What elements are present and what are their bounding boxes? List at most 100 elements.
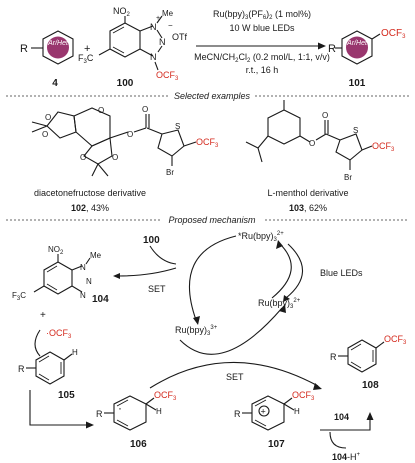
svg-text:H: H <box>156 407 162 416</box>
plus-104: + <box>40 310 46 321</box>
label-105: 105 <box>58 390 75 401</box>
n1-atom: N <box>150 22 157 32</box>
svg-text:O: O <box>80 153 86 162</box>
svg-text:Br: Br <box>166 168 174 177</box>
label-108: 108 <box>362 380 379 391</box>
arc-excited-return <box>285 243 303 299</box>
plus-sign: + <box>84 43 90 55</box>
ex103-name: L-menthol derivative <box>267 188 348 198</box>
ocf3-108: OCF3 <box>384 334 407 346</box>
svg-text:O: O <box>127 130 133 139</box>
ex102-yield: 102, 43% <box>71 203 109 213</box>
svg-text:R: R <box>330 352 337 362</box>
aryl-shade <box>47 36 69 59</box>
compound-108: OCF3 R 108 <box>330 334 407 391</box>
svg-text:·: · <box>118 401 122 415</box>
label-104: 104 <box>92 294 109 305</box>
svg-text:O: O <box>112 153 118 162</box>
svg-text:F3C: F3C <box>12 291 26 302</box>
arrow-105-to-106 <box>29 390 88 426</box>
arc-104-output <box>117 267 177 277</box>
fishhook-1 <box>34 329 41 357</box>
ru2: Ru(bpy)32+ <box>258 298 301 310</box>
product-r-group: R <box>328 43 336 55</box>
svg-text:S: S <box>353 126 358 135</box>
label-106: 106 <box>130 439 147 450</box>
nitro-group: NO2 <box>113 6 131 18</box>
svg-text:NO2: NO2 <box>48 245 64 256</box>
label-107: 107 <box>268 439 285 450</box>
arc-106-to-107 <box>149 361 319 389</box>
arc-ru2-to-excited <box>271 243 292 299</box>
n-ocf3: OCF3 <box>156 70 179 82</box>
svg-text:O: O <box>309 139 315 148</box>
substrate-4: Ar/Het R 4 <box>20 30 74 89</box>
svg-text:H: H <box>294 407 300 416</box>
svg-text:Br: Br <box>344 173 352 182</box>
svg-text:H: H <box>72 348 78 357</box>
compound-106: · OCF3 H R 106 <box>96 390 177 450</box>
r-group: R <box>20 43 28 55</box>
n3-atom: N <box>150 52 157 62</box>
arrow-107-to-108 <box>320 418 371 431</box>
product-ocf3: OCF3 <box>381 28 406 40</box>
triflate: OTf <box>172 32 187 42</box>
ru3: Ru(bpy)33+ <box>175 325 218 337</box>
svg-text:N: N <box>80 291 86 300</box>
compound-107: + OCF3 H R 107 <box>234 390 315 450</box>
compound-105: H R 105 <box>18 348 78 401</box>
selected-examples-heading: Selected examples <box>174 91 251 101</box>
set-2: SET <box>226 372 244 382</box>
reagent-100: N + N N Me OCF3 NO2 F3C − OTf 100 <box>78 6 187 89</box>
arc-excited-to-ru3 <box>188 235 237 321</box>
set-1: SET <box>148 284 166 294</box>
svg-text:Me: Me <box>90 251 102 260</box>
n1-plus: + <box>156 15 160 22</box>
arc-ru3-to-ru2 <box>179 307 283 355</box>
cf3-group: F3C <box>78 53 94 65</box>
n2-atom: N <box>159 37 166 47</box>
ocf3-radical: ·OCF3 <box>46 328 72 340</box>
svg-text:S: S <box>175 122 180 131</box>
svg-text:O: O <box>98 106 104 115</box>
svg-text:O: O <box>322 111 328 120</box>
aryl-label: Ar/Het <box>47 40 69 47</box>
arc-100-input <box>149 245 177 265</box>
compound-104: N N N Me NO2 F3C 104 <box>12 245 109 305</box>
label-101: 101 <box>349 78 366 89</box>
example-102-structure: O O O O O O O S OCF3 Br <box>31 105 219 177</box>
reagent-104-arrow: 104 <box>334 412 349 422</box>
condition-catalyst: Ru(bpy)3(PF6)2 (1 mol%) <box>213 9 311 21</box>
byproduct-104h: 104-H+ <box>332 452 361 462</box>
svg-text:R: R <box>96 409 103 419</box>
mech-label-100: 100 <box>143 235 160 246</box>
label-4: 4 <box>52 78 58 89</box>
ex103-ocf3: OCF3 <box>372 141 395 153</box>
svg-text:+: + <box>261 407 266 417</box>
condition-light: 10 W blue LEDs <box>229 23 295 33</box>
svg-text:O: O <box>42 130 48 139</box>
example-103-structure: O O S OCF3 Br <box>245 100 395 182</box>
mechanism-heading: Proposed mechanism <box>168 215 256 225</box>
svg-text:R: R <box>234 409 241 419</box>
blue-leds: Blue LEDs <box>320 268 363 278</box>
methyl: Me <box>162 9 174 18</box>
minus-charge: − <box>168 21 173 30</box>
ex102-name: diacetonefructose derivative <box>34 188 146 198</box>
condition-time: r.t., 16 h <box>246 65 279 75</box>
arrow-byproduct <box>329 431 347 449</box>
label-100: 100 <box>117 78 134 89</box>
ocf3-106: OCF3 <box>154 390 177 402</box>
svg-text:R: R <box>18 364 25 374</box>
ex102-ocf3: OCF3 <box>196 137 219 149</box>
substrate-ring <box>42 30 74 65</box>
ocf3-107: OCF3 <box>292 390 315 402</box>
svg-text:N: N <box>80 263 86 272</box>
svg-text:O: O <box>45 113 51 122</box>
condition-solvent: MeCN/CH2Cl2 (0.2 mol/L, 1:1, v/v) <box>194 52 330 64</box>
product-101: Ar/Het R OCF3 101 <box>328 28 406 89</box>
ex103-yield: 103, 62% <box>289 203 327 213</box>
product-aryl-label: Ar/Het <box>346 40 368 47</box>
